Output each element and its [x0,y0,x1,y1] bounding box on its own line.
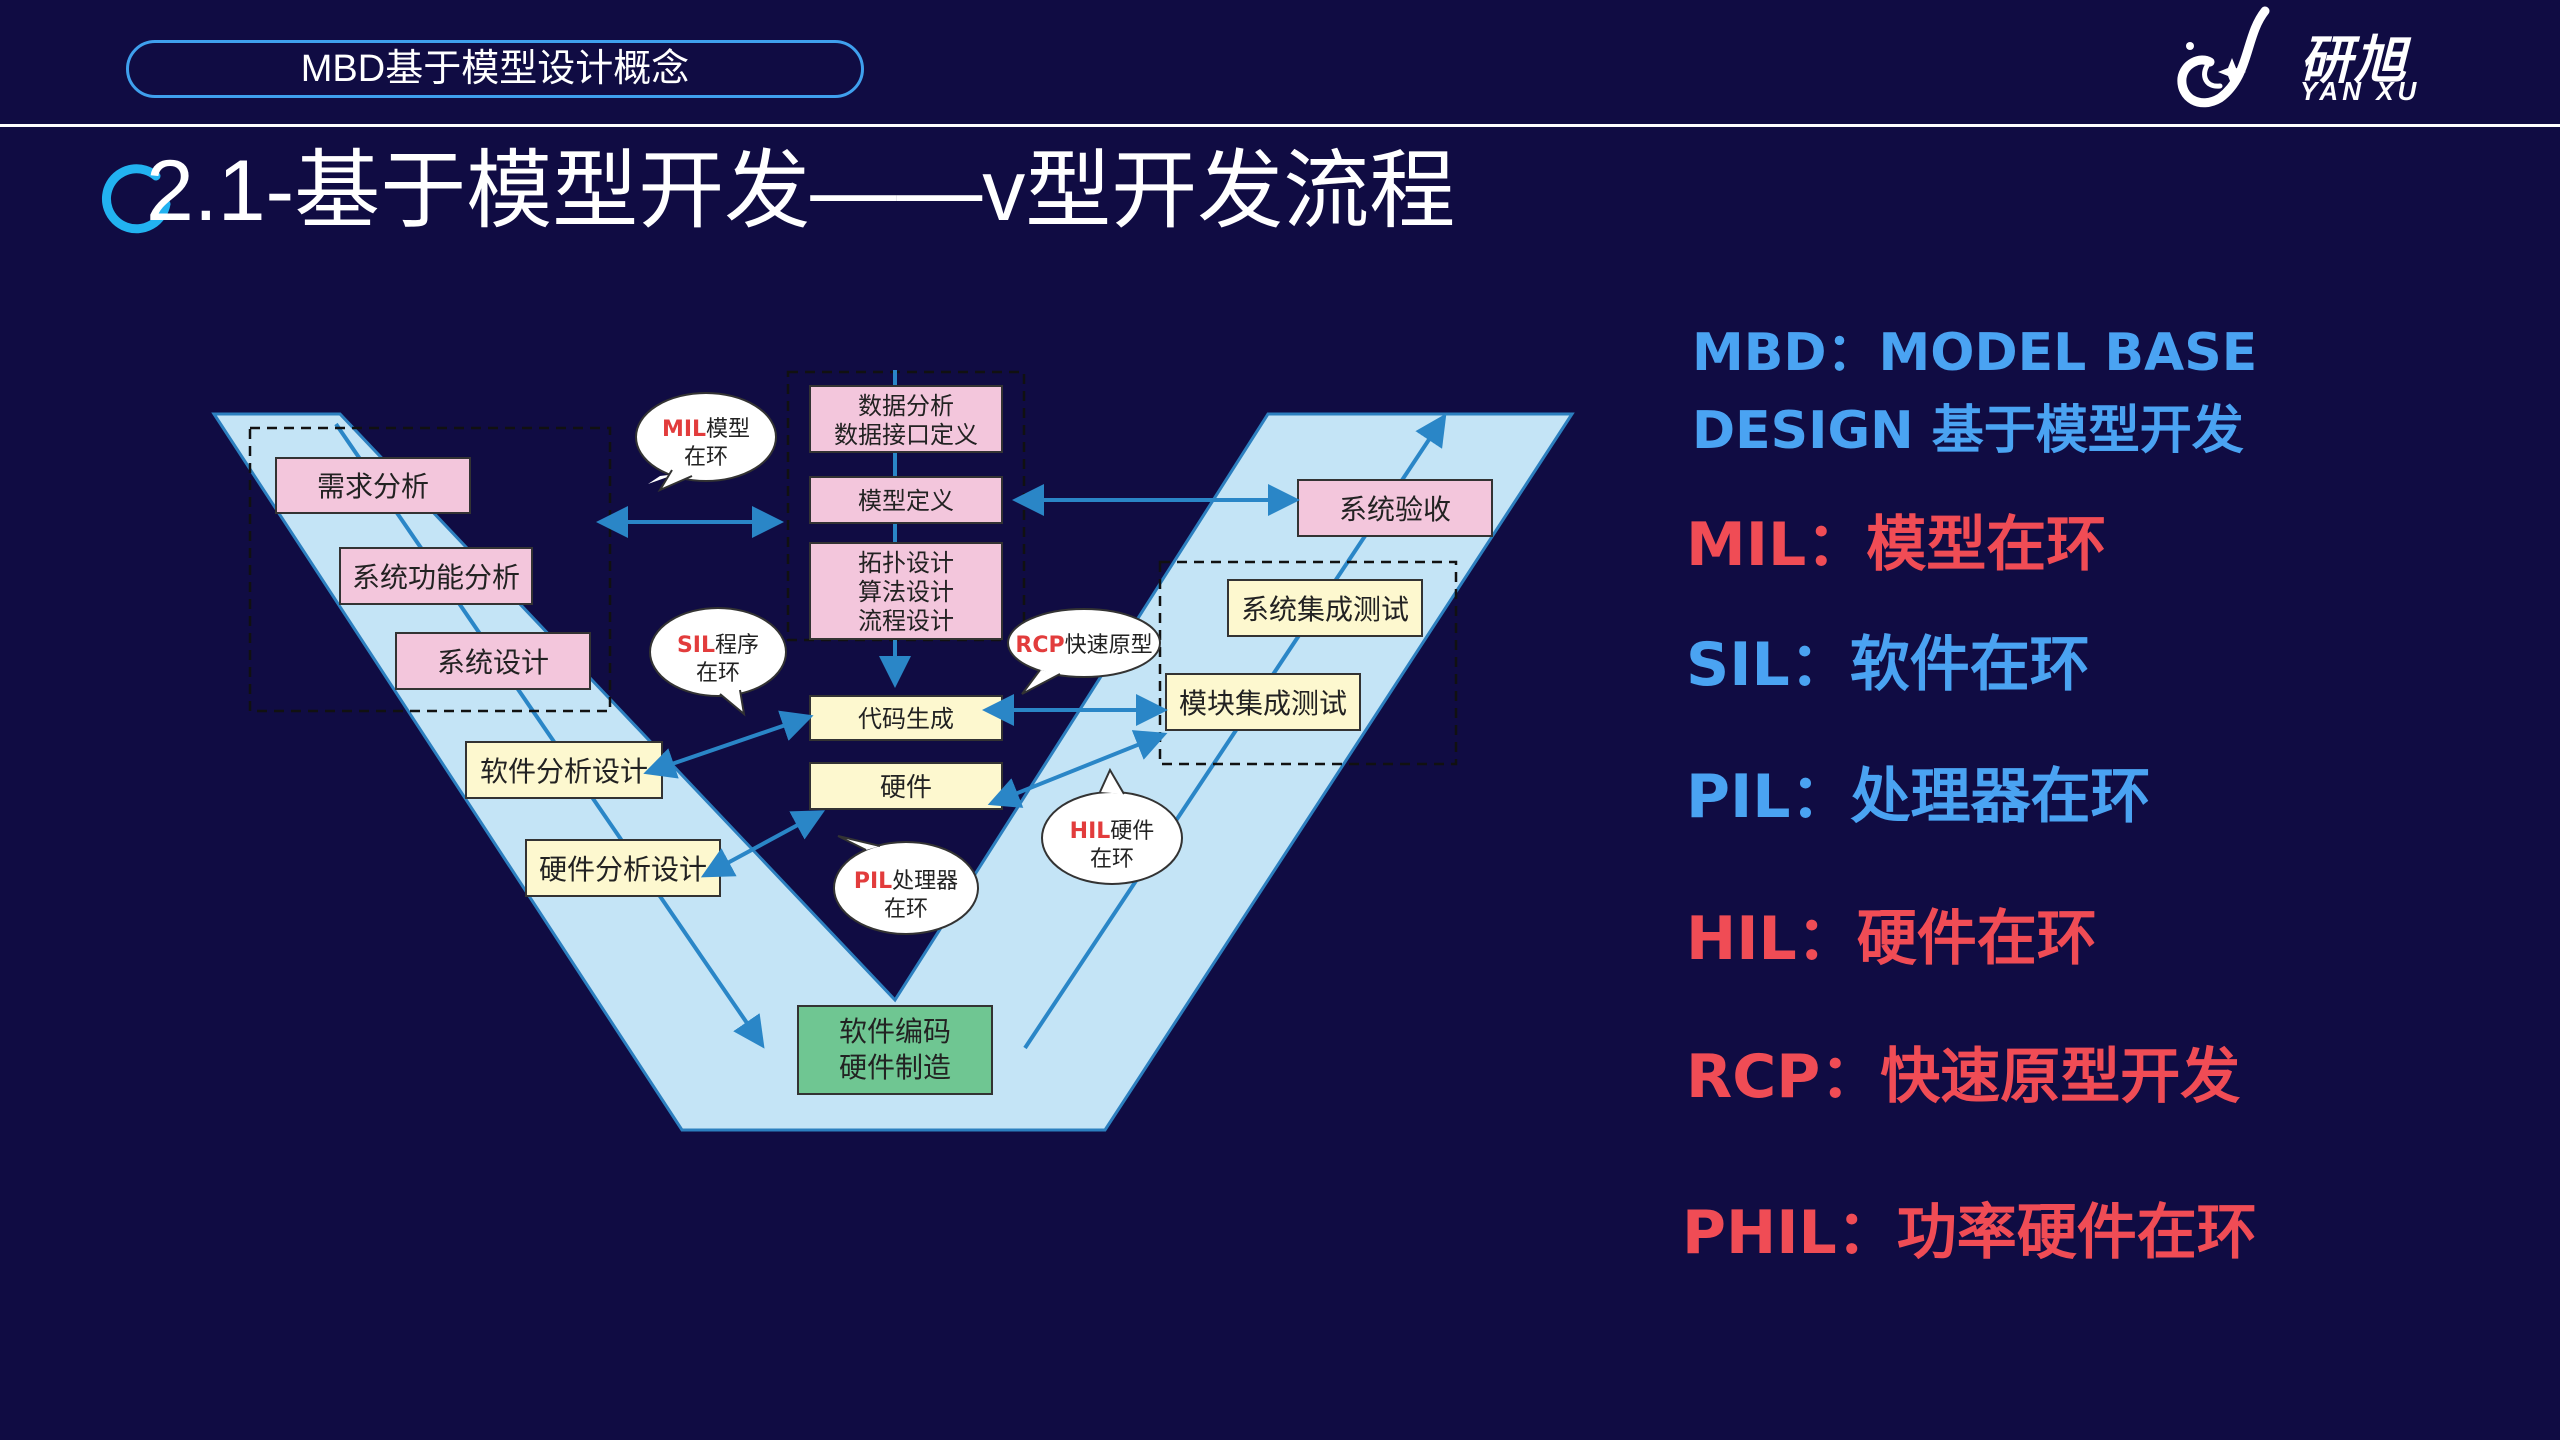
box-topo-line2: 算法设计 [858,578,954,606]
box-modint: 模块集成测试 [1165,673,1361,731]
arrow-pil [700,810,826,878]
right-group-dashed [1158,560,1458,766]
bubble-sil-tag: SIL [677,633,715,658]
bubble-pil: PIL处理器 在环 [833,835,979,935]
logo-mark-icon [2177,6,2270,108]
box-req-label: 需求分析 [317,470,429,503]
svg-text:SIL程序: SIL程序 [677,633,759,658]
box-modint-label: 模块集成测试 [1179,687,1347,720]
box-sysfunc-label: 系统功能分析 [352,561,520,594]
box-hw: 硬件 [809,762,1003,810]
bubble-hil-text: 硬件 [1110,819,1154,844]
box-bottom-line1: 软件编码 [839,1015,951,1048]
bubble-hil-tag: HIL [1070,819,1111,844]
bubble-rcp-tag: RCP [1015,633,1064,658]
bubble-mil-tag: MIL [662,417,706,442]
box-accept-label: 系统验收 [1339,493,1451,526]
box-data-line2: 数据接口定义 [834,421,978,449]
section-label: MBD基于模型设计概念 [126,40,864,98]
box-data-line1: 数据分析 [858,392,954,420]
bubble-pil-tag: PIL [854,869,892,894]
bubble-hil: HIL硬件 在环 [1041,767,1183,885]
left-group-dashed [248,426,612,713]
title-ring-icon [101,164,171,234]
box-data: 数据分析 数据接口定义 [809,385,1003,453]
legend-pil: PIL：处理器在环 [1686,762,2151,832]
box-req: 需求分析 [275,457,471,514]
bubble-mil-text: 模型 [706,417,750,442]
box-hwdesign: 硬件分析设计 [525,839,721,897]
box-sysdesign: 系统设计 [395,632,591,690]
box-codegen-label: 代码生成 [858,705,954,733]
header-divider [0,124,2560,127]
brand-logo: 研旭 YAN XU [2170,6,2460,111]
legend-mbd-line2: DESIGN 基于模型开发 [1692,401,2244,461]
legend-sil: SIL：软件在环 [1686,630,2090,700]
legend-mbd-line1: MBD：MODEL BASE [1692,323,2258,383]
arrow-sil [643,710,814,779]
box-topo-line1: 拓扑设计 [858,549,954,577]
v-left-flow-arrow [334,422,765,1049]
box-accept: 系统验收 [1297,479,1493,537]
box-sysint-label: 系统集成测试 [1241,593,1409,626]
box-codegen: 代码生成 [809,695,1003,741]
box-hwdesign-label: 硬件分析设计 [539,853,707,886]
box-model: 模型定义 [809,476,1003,524]
bubble-hil-line2: 在环 [1090,847,1134,872]
box-bottom-line2: 硬件制造 [839,1051,951,1084]
svg-text:HIL硬件: HIL硬件 [1070,819,1155,844]
legend-hil: HIL：硬件在环 [1686,904,2097,974]
bubble-sil-line2: 在环 [696,661,740,686]
svg-text:PIL处理器: PIL处理器 [854,869,958,894]
bubble-mil-line2: 在环 [684,445,728,470]
bubble-rcp-text: 快速原型 [1065,633,1153,658]
box-bottom: 软件编码 硬件制造 [797,1005,993,1095]
box-topo-line3: 流程设计 [858,607,954,635]
page-title: 2.1-基于模型开发——v型开发流程 [146,143,1456,239]
box-model-label: 模型定义 [858,487,954,515]
logo-text-cn: 研旭 [2300,32,2409,90]
box-swdesign-label: 软件分析设计 [480,755,648,788]
bubble-sil: SIL程序 在环 [649,607,787,717]
legend-phil: PHIL：功率硬件在环 [1682,1198,2257,1268]
bubble-sil-text: 程序 [715,633,759,658]
box-topo: 拓扑设计 算法设计 流程设计 [809,542,1003,640]
logo-text-en: YAN XU [2300,76,2421,106]
v-model-diagram: 需求分析 系统功能分析 系统设计 软件分析设计 硬件分析设计 数据分析 数据接口… [211,370,1575,1132]
legend-mil: MIL：模型在环 [1686,510,2107,580]
box-swdesign: 软件分析设计 [465,741,663,799]
arrow-hil [987,730,1168,808]
bubble-rcp: RCP快速原型 [1007,608,1161,695]
bubble-mil: MIL模型 在环 [635,392,777,493]
svg-text:MIL模型: MIL模型 [662,417,750,442]
bubble-pil-line2: 在环 [884,897,928,922]
bubble-pil-text: 处理器 [892,869,958,894]
legend-rcp: RCP：快速原型开发 [1686,1042,2241,1112]
box-sysdesign-label: 系统设计 [437,646,549,679]
svg-text:RCP快速原型: RCP快速原型 [1015,633,1152,658]
box-sysfunc: 系统功能分析 [339,547,533,605]
box-sysint: 系统集成测试 [1227,579,1423,637]
box-hw-label: 硬件 [880,773,932,803]
